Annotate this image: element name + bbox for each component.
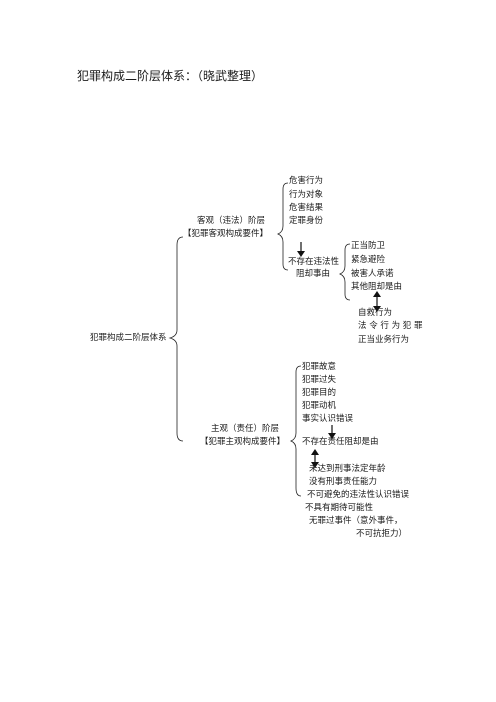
objective-subheading: 【犯罪客观构成要件】 bbox=[183, 229, 269, 239]
subjective-element: 犯罪故意 bbox=[302, 362, 337, 372]
subjective-brace bbox=[289, 365, 302, 497]
subjective-element: 事实认识错误 bbox=[302, 414, 354, 424]
subjective-element: 犯罪目的 bbox=[302, 388, 337, 398]
objective-element: 定罪身份 bbox=[289, 216, 324, 226]
objective-element: 行为对象 bbox=[289, 190, 324, 200]
justification-item: 紧急避险 bbox=[351, 255, 386, 265]
objective-heading: 客观（违法）阶层 bbox=[197, 216, 266, 226]
justification-label: 不存在违法性 bbox=[288, 257, 340, 267]
root-brace bbox=[168, 236, 184, 442]
subjective-element: 犯罪动机 bbox=[302, 401, 337, 411]
objective-element: 危害结果 bbox=[289, 203, 324, 213]
justification-item: 被害人承诺 bbox=[351, 269, 394, 279]
other-justification: 自救行为 bbox=[358, 308, 393, 318]
subjective-subheading: 【犯罪主观构成要件】 bbox=[200, 437, 286, 447]
excuse-double-arrow bbox=[311, 449, 319, 468]
justification-label-2: 阻却事由 bbox=[296, 269, 331, 279]
objective-element: 危害行为 bbox=[289, 176, 324, 186]
page-title: 犯罪构成二阶层体系：（晓武整理） bbox=[77, 69, 264, 83]
excuse-item: 不可避免的违法性认识错误 bbox=[307, 490, 410, 500]
excuse-item-continuation: 不可抗拒力） bbox=[356, 529, 408, 539]
root-label: 犯罪构成二阶层体系 bbox=[90, 333, 167, 343]
excuse-item: 没有刑事责任能力 bbox=[309, 477, 378, 487]
justification-brace bbox=[338, 243, 351, 301]
subjective-element: 犯罪过失 bbox=[302, 375, 337, 385]
justification-double-arrow bbox=[373, 291, 381, 312]
subjective-heading: 主观（责任）阶层 bbox=[211, 424, 280, 434]
excuse-label: 不存在责任阻却是由 bbox=[302, 437, 379, 447]
other-justification: 正当业务行为 bbox=[358, 335, 410, 345]
justification-item: 其他阻却是由 bbox=[351, 282, 403, 292]
objective-down-arrow bbox=[297, 242, 305, 257]
excuse-item: 不具有期待可能性 bbox=[305, 503, 374, 513]
justification-item: 正当防卫 bbox=[351, 241, 386, 251]
objective-brace bbox=[276, 182, 289, 271]
subjective-down-arrow bbox=[328, 425, 336, 439]
other-justification: 法 令 行 为 犯 罪 bbox=[358, 321, 423, 331]
excuse-item: 未达到刑事法定年龄 bbox=[309, 464, 386, 474]
excuse-item: 无罪过事件（意外事件， bbox=[309, 516, 403, 526]
